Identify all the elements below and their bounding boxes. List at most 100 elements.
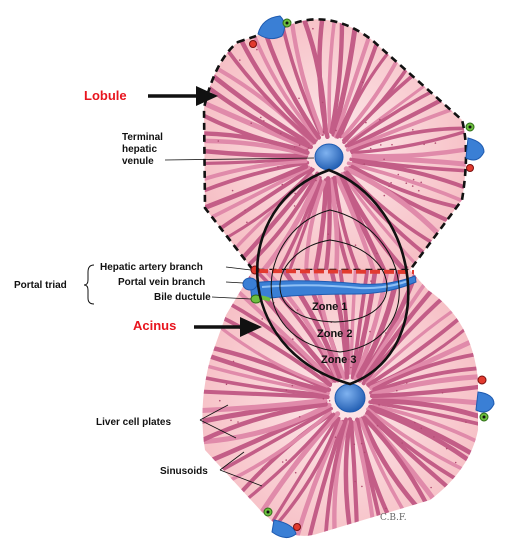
portal-vein-branch-highlight xyxy=(261,280,409,290)
sinusoid-dot xyxy=(407,54,410,57)
portal-vein-branch-label: Portal vein branch xyxy=(118,277,205,288)
terminal-hepatic-venule-upper xyxy=(314,143,344,171)
hepatocyte-plate xyxy=(287,19,325,137)
sinusoid-dot xyxy=(385,507,387,510)
sinusoid-dot xyxy=(490,362,492,364)
hepatocyte-plate xyxy=(372,396,478,413)
sinusoid-dot xyxy=(429,530,432,532)
sinusoid-dot xyxy=(376,252,378,255)
sinusoid-dot xyxy=(499,105,501,107)
sinusoid-dot xyxy=(361,485,363,488)
sinusoid-dot xyxy=(509,115,511,117)
hepatocyte-plate xyxy=(349,126,466,154)
sinusoid-dot xyxy=(388,185,390,187)
sinusoid-dot xyxy=(244,209,246,211)
sinusoid-dot xyxy=(280,132,282,135)
sinusoid-dot xyxy=(330,382,333,385)
sinusoid-dot xyxy=(322,131,325,133)
lobule-arrow xyxy=(148,86,218,106)
hepatocyte-plate xyxy=(214,174,315,270)
sinusoid-dot xyxy=(360,442,363,445)
sinusoid-dot xyxy=(399,542,401,544)
bile-ductule-label: Bile ductule xyxy=(154,292,211,303)
sinusoid-dot xyxy=(327,233,330,235)
sinusoid-dot xyxy=(465,421,467,423)
hepatocyte-plate xyxy=(322,417,348,536)
hepatocyte-plate xyxy=(329,19,345,135)
sinusoid-dot xyxy=(151,404,153,406)
hepatocyte-plate xyxy=(252,19,322,140)
sinusoid-dot xyxy=(239,59,241,61)
portal-triad-brace xyxy=(83,264,95,305)
hepatocyte-plate xyxy=(352,160,466,198)
hepatocyte-plate xyxy=(371,373,478,397)
hepatocyte-plate xyxy=(346,161,466,216)
hepatocyte-plate xyxy=(204,103,309,153)
hepatocyte-plate xyxy=(332,175,387,270)
sinusoid-dot xyxy=(405,182,408,184)
sinusoid-dot xyxy=(380,144,382,146)
sinusoid-dot xyxy=(369,147,372,150)
sinusoid-dot xyxy=(263,120,265,122)
sinusoid-dot xyxy=(479,261,481,263)
hepatocyte-plate xyxy=(202,389,330,400)
portal-vein-tip xyxy=(242,277,258,291)
sinusoid-dot xyxy=(401,442,404,444)
sinusoid-dot xyxy=(369,330,371,333)
plates-leader-1 xyxy=(199,404,229,421)
hepatocyte-plate xyxy=(351,139,466,159)
hepatocyte-plate xyxy=(327,19,339,134)
sinusoid-dot xyxy=(383,158,385,161)
sinusoid-dot xyxy=(294,471,297,474)
sinusoid-dot xyxy=(335,129,337,132)
zone-3-label: Zone 3 xyxy=(321,354,356,366)
portal-triad-vessels xyxy=(242,265,417,304)
sinusoid-dot xyxy=(391,143,393,146)
sinusoid-dot xyxy=(260,116,262,119)
sinusoid-dot xyxy=(321,101,324,104)
hepatocyte-plate xyxy=(334,175,386,270)
sinusoid-dot xyxy=(304,367,307,369)
portal-triad-right-lower xyxy=(475,375,495,422)
sinusoid-dot xyxy=(455,82,458,84)
sinusoid-dot xyxy=(435,256,437,259)
sinusoid-dot xyxy=(293,146,296,148)
hepatocyte-plate xyxy=(331,270,351,375)
hepatocyte-plate xyxy=(264,176,322,270)
sinusoid-dot xyxy=(378,404,380,406)
hepatocyte-plate xyxy=(204,67,314,150)
sinusoids-leader-1 xyxy=(219,451,245,471)
sinusoid-dot xyxy=(423,143,425,146)
hepatocyte-plate xyxy=(246,175,320,270)
sinusoid-dot xyxy=(230,419,232,422)
hepatocyte-plate xyxy=(356,270,405,379)
hepatocyte-plate xyxy=(350,117,466,155)
sinusoid-dot xyxy=(322,397,325,400)
sinusoid-dot xyxy=(418,189,420,192)
sinusoid-dot xyxy=(294,192,296,195)
sinusoid-dot xyxy=(281,183,284,186)
sinusoid-dot xyxy=(379,118,381,121)
zone-1-label: Zone 1 xyxy=(312,301,347,313)
sinusoid-dot xyxy=(396,50,398,52)
sinusoid-dot xyxy=(298,416,301,418)
artist-signature: C.B.F. xyxy=(380,513,407,523)
hepatic-artery-branch-label: Hepatic artery branch xyxy=(100,262,203,273)
upper-lobule xyxy=(194,18,511,272)
hepatocyte-plate xyxy=(343,417,361,536)
hepatocyte-plate xyxy=(366,409,478,505)
portal-triad-top xyxy=(249,15,292,48)
hepatocyte-plate xyxy=(226,171,320,270)
sinusoid-dot xyxy=(365,121,367,124)
sinusoid-dot xyxy=(354,244,357,246)
hepatocyte-plate xyxy=(204,164,309,223)
sinusoid-dot xyxy=(194,241,196,243)
hepatocyte-plate xyxy=(204,159,308,197)
hepatocyte-plate xyxy=(372,348,478,392)
sinusoid-dot xyxy=(487,248,489,250)
sinusoid-dot xyxy=(293,205,296,207)
hepatocyte-plate xyxy=(308,270,347,381)
sinusoid-dot xyxy=(405,528,407,530)
lower-liver-cell-plates xyxy=(151,261,492,544)
sinusoid-dot xyxy=(418,506,421,509)
